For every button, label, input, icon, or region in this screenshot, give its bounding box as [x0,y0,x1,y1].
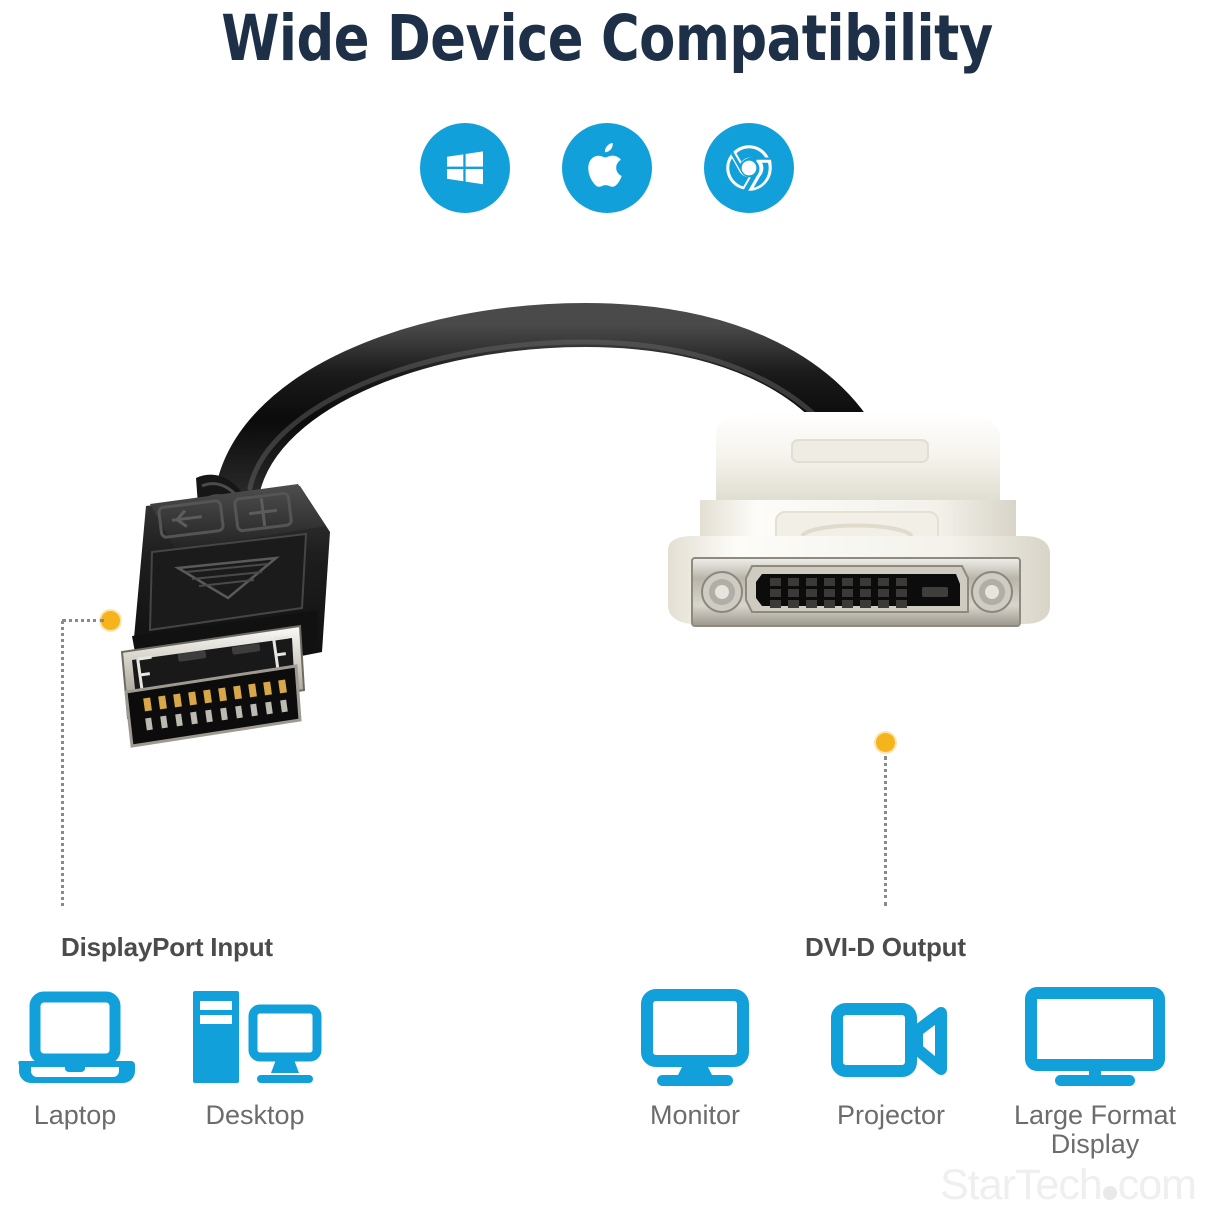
watermark-startech: StarTech com [940,1161,1197,1210]
chrome-icon [726,145,772,191]
caption-dvi-output: DVI-D Output [805,932,966,962]
desktop-icon [185,975,325,1087]
monitor-icon [635,975,755,1087]
projector-icon [827,975,955,1087]
os-badge-chrome [704,123,794,213]
callout-leader-dvi-vertical [884,756,887,906]
os-compatibility-row [0,123,1214,213]
watermark-part2: com [1117,1161,1197,1209]
dvi-d-connector [668,412,1050,627]
page-title: Wide Device Compatibility [221,2,993,75]
device-label-desktop: Desktop [205,1100,305,1130]
watermark-dot-icon [1102,1185,1117,1200]
device-label-large-format-display: Large Format Display [1013,1100,1177,1159]
device-laptop: Laptop [0,975,150,1130]
caption-displayport-input: DisplayPort Input [61,932,273,962]
device-monitor: Monitor [620,975,770,1130]
callout-leader-displayport-vertical [61,621,64,906]
os-badge-apple [562,123,652,213]
displayport-connector [120,484,330,748]
device-projector: Projector [816,975,966,1130]
callout-dot-displayport [101,611,120,630]
apple-icon [588,143,622,187]
product-photo [0,300,1214,800]
device-label-laptop: Laptop [33,1100,117,1130]
device-label-monitor: Monitor [649,1100,741,1130]
adapter-illustration [120,302,1050,748]
large-format-display-icon [1021,975,1169,1087]
os-badge-windows [420,123,510,213]
callout-leader-displayport-horizontal [62,619,104,622]
laptop-icon [13,975,137,1087]
watermark-part1: StarTech [940,1161,1103,1209]
device-desktop: Desktop [180,975,330,1130]
input-device-group: Laptop Desktop [0,975,330,1130]
output-device-group: Monitor Projector [620,975,1186,1159]
device-large-format-display: Large Format Display [1004,975,1186,1159]
windows-icon [447,151,483,185]
device-label-projector: Projector [836,1100,946,1130]
callout-dot-dvi [876,733,895,752]
